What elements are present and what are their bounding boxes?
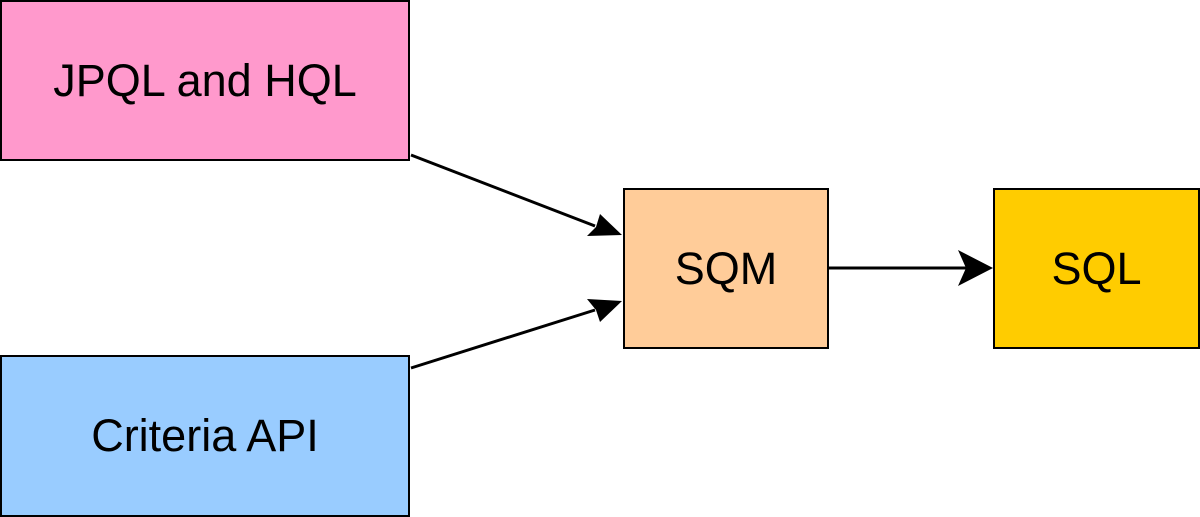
node-sqm: SQM — [623, 188, 829, 349]
node-sql-label: SQL — [1051, 242, 1142, 294]
arrowhead-criteria-to-sqm — [587, 299, 622, 322]
node-sql: SQL — [993, 188, 1200, 349]
arrowhead-jpql-to-sqm — [587, 214, 622, 236]
node-jpql-and-hql: JPQL and HQL — [0, 0, 410, 161]
arrowhead-sqm-to-sql — [958, 250, 993, 286]
node-criteria-label: Criteria API — [91, 410, 319, 461]
edge-criteria-to-sqm — [410, 308, 596, 370]
node-sqm-label: SQM — [674, 242, 778, 294]
node-criteria-api: Criteria API — [0, 355, 410, 517]
edge-jpql-to-sqm — [410, 153, 596, 228]
node-jpql-label: JPQL and HQL — [53, 54, 357, 106]
